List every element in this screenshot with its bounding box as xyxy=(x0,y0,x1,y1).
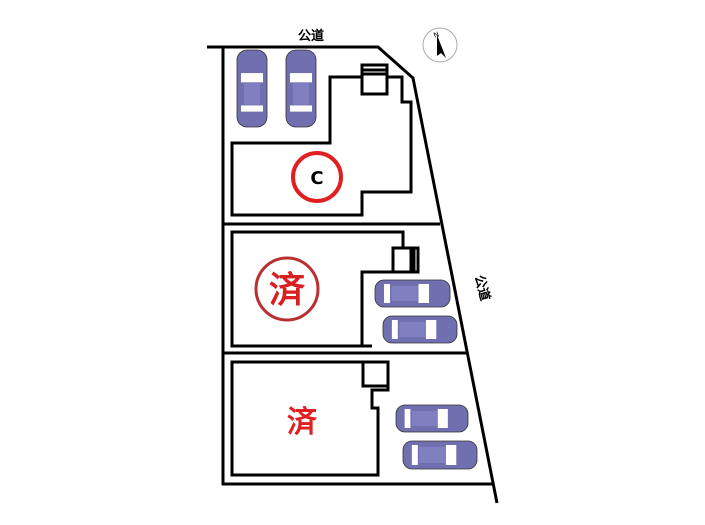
parked-car-icon xyxy=(395,404,469,433)
lot-c-marker-circle xyxy=(291,151,343,203)
parked-car-icon xyxy=(285,49,317,128)
parked-car-icon xyxy=(374,279,451,308)
lot-2-sold-circle xyxy=(254,256,320,322)
compass-north-icon: N xyxy=(422,27,458,63)
parked-car-icon xyxy=(402,440,478,470)
parked-car-icon xyxy=(382,315,458,344)
lot-c-label: C xyxy=(310,168,323,189)
lot-2-sold-label: 済 xyxy=(269,270,305,311)
building-lot-c xyxy=(230,75,413,217)
entrance-steps-lot-3 xyxy=(361,360,390,388)
parked-car-icon xyxy=(236,49,268,128)
road-label-top: 公道 xyxy=(298,28,324,44)
site-boundary xyxy=(207,45,499,504)
svg-text:N: N xyxy=(433,30,441,39)
road-label-right: 公道 xyxy=(471,273,493,302)
lot-3-sold-label: 済 xyxy=(287,405,318,440)
